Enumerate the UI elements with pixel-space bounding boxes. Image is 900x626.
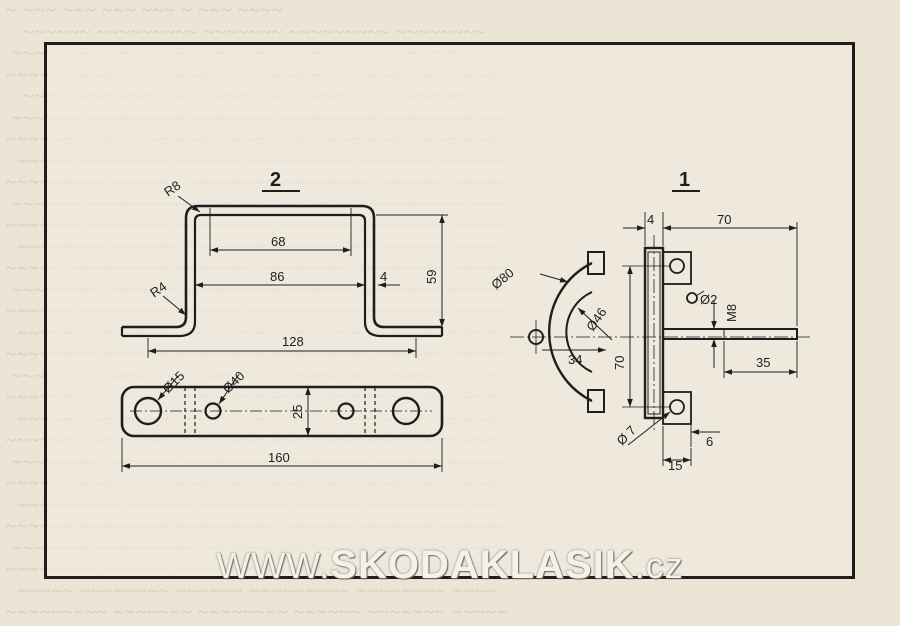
watermark-suffix: .cz <box>634 545 684 586</box>
dim-59: 59 <box>424 270 439 284</box>
threaded-rod <box>662 328 798 340</box>
dim-4-bracket: 4 <box>380 269 387 284</box>
view-number-2: 2 <box>270 169 281 191</box>
watermark-brand: SKODAKLASIK <box>330 543 635 587</box>
dim-70-vertical: 70 <box>612 356 627 370</box>
dim-r4: R4 <box>147 279 169 301</box>
dim-phi80: Ø80 <box>488 265 516 292</box>
bracket-profile-inner <box>122 213 442 338</box>
dim-phi7: Ø 7 <box>614 423 639 448</box>
dim-86: 86 <box>270 269 284 284</box>
dim-4-plate: 4 <box>647 212 654 227</box>
dim-25: 25 <box>290 405 305 419</box>
dim-68: 68 <box>271 234 285 249</box>
dim-phi2: Ø2 <box>700 292 717 307</box>
bracket-profile-outer <box>122 204 442 329</box>
dim-160: 160 <box>268 450 290 465</box>
dim-128: 128 <box>282 334 304 349</box>
dim-m8: M8 <box>724 304 739 322</box>
bracket-plan-view <box>120 373 444 472</box>
dim-phi15: Ø15 <box>160 368 188 396</box>
dim-34: 34 <box>568 352 582 367</box>
dim-35: 35 <box>756 355 770 370</box>
bracket-side-view <box>120 195 448 358</box>
dim-phi40: Ø40 <box>220 368 248 396</box>
assembly-view <box>510 212 810 466</box>
bracket-plan-outline <box>120 385 444 438</box>
dim-r8: R8 <box>161 178 183 200</box>
dim-phi46: Ø46 <box>583 305 609 334</box>
watermark-prefix: WWW. <box>216 545 331 586</box>
dim-15: 15 <box>668 458 682 473</box>
dim-6: 6 <box>706 434 713 449</box>
view-number-1: 1 <box>679 169 690 191</box>
dim-70-horizontal: 70 <box>717 212 731 227</box>
watermark: WWW.SKODAKLASIK.cz <box>0 543 900 588</box>
ring-outer-arc <box>547 261 593 403</box>
ring-inner-arc <box>565 291 593 373</box>
